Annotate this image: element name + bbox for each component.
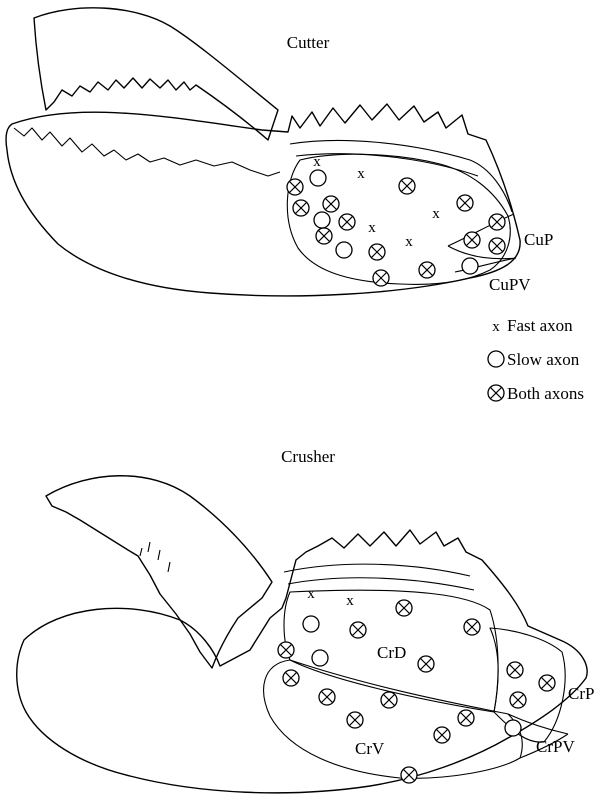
fast-axon-mark: x — [368, 220, 376, 236]
both-axons-mark — [283, 670, 299, 686]
both-axons-mark — [373, 270, 389, 286]
both-axons-mark — [399, 178, 415, 194]
both-axons-label: Both axons — [507, 384, 584, 403]
crv-label: CrV — [355, 739, 385, 758]
both-axons-mark — [369, 244, 385, 260]
fast-axon-mark: x — [313, 154, 321, 170]
crusher-crv-outline — [264, 660, 523, 778]
both-axons-mark — [418, 656, 434, 672]
crpv-label: CrPV — [536, 737, 575, 756]
both-axons-mark — [457, 195, 473, 211]
both-axons-mark — [539, 675, 555, 691]
cutter-fixed-finger-teeth — [14, 128, 280, 176]
legend-fast-axon: x Fast axon — [492, 316, 573, 335]
fast-axon-label: Fast axon — [507, 316, 573, 335]
both-axons-mark — [434, 727, 450, 743]
both-axons-mark — [319, 689, 335, 705]
slow-axon-mark — [336, 242, 352, 258]
both-axons-mark — [489, 214, 505, 230]
both-axons-mark — [507, 662, 523, 678]
both-axons-mark — [316, 228, 332, 244]
legend: x Fast axon Slow axon Both axons — [488, 316, 584, 403]
both-axons-mark — [323, 196, 339, 212]
both-axons-mark — [401, 767, 417, 783]
fast-axon-mark: x — [346, 593, 354, 609]
svg-text:x: x — [313, 154, 321, 170]
cutter-title: Cutter — [287, 33, 330, 52]
both-axons-mark — [419, 262, 435, 278]
slow-axon-mark — [505, 720, 521, 736]
legend-slow-axon: Slow axon — [488, 350, 580, 369]
crp-label: CrP — [568, 684, 594, 703]
cutter-propodus-outline — [6, 104, 520, 296]
both-axons-mark — [278, 642, 294, 658]
fast-axon-mark: x — [432, 206, 440, 222]
both-axons-mark — [489, 238, 505, 254]
both-axons-mark — [381, 692, 397, 708]
circled-x-icon — [488, 385, 504, 401]
slow-axon-mark — [303, 616, 319, 632]
both-axons-mark — [464, 619, 480, 635]
slow-axon-mark — [314, 212, 330, 228]
cup-label: CuP — [524, 230, 553, 249]
open-circle-icon — [488, 351, 504, 367]
svg-text:x: x — [368, 220, 376, 236]
both-axons-mark — [458, 710, 474, 726]
both-axons-mark — [350, 622, 366, 638]
crd-label: CrD — [377, 643, 406, 662]
legend-both-axons: Both axons — [488, 384, 584, 403]
both-axons-mark — [510, 692, 526, 708]
slow-axon-label: Slow axon — [507, 350, 580, 369]
fast-axon-symbol: x — [492, 319, 500, 335]
both-axons-mark — [347, 712, 363, 728]
both-axons-mark — [339, 214, 355, 230]
slow-axon-mark — [312, 650, 328, 666]
crusher-claw: x x Crusher CrD CrV CrP CrPV — [17, 447, 595, 793]
both-axons-mark — [293, 200, 309, 216]
svg-text:x: x — [357, 166, 365, 182]
cutter-claw: x x x x x Cutter CuP CuPV — [6, 8, 553, 296]
slow-axon-mark — [462, 258, 478, 274]
svg-text:x: x — [405, 234, 413, 250]
both-axons-mark — [287, 179, 303, 195]
both-axons-mark — [396, 600, 412, 616]
svg-text:x: x — [307, 586, 315, 602]
cupv-label: CuPV — [489, 275, 531, 294]
crusher-marks: x x — [278, 586, 555, 783]
slow-axon-mark — [310, 170, 326, 186]
svg-text:x: x — [432, 206, 440, 222]
both-axons-mark — [464, 232, 480, 248]
crusher-propodus-outline — [17, 530, 587, 793]
crusher-dactyl-outline — [46, 476, 272, 668]
cutter-dactyl-outline — [34, 8, 278, 140]
svg-text:x: x — [346, 593, 354, 609]
crusher-title: Crusher — [281, 447, 335, 466]
fast-axon-mark: x — [405, 234, 413, 250]
fast-axon-mark: x — [357, 166, 365, 182]
fast-axon-mark: x — [307, 586, 315, 602]
